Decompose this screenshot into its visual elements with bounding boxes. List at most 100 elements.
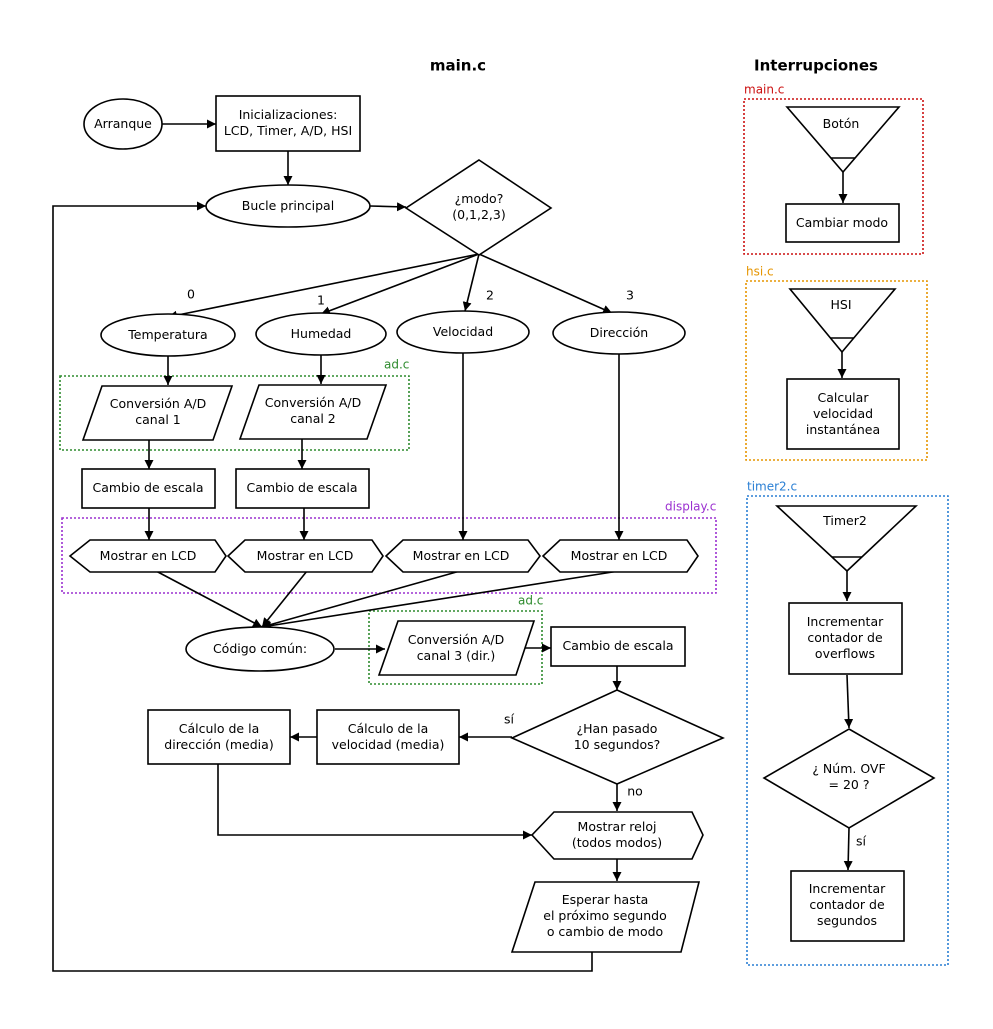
node-label-codigo: Código común:	[213, 641, 307, 656]
edge-label-mode-1: 1	[317, 293, 325, 308]
node-label-line: velocidad	[813, 406, 873, 421]
node-label-line: Inicializaciones:	[239, 107, 338, 122]
main-heading: main.c	[430, 57, 486, 75]
node-label-line: Mostrar en LCD	[571, 548, 668, 563]
edge-lcd1-codigo	[155, 570, 263, 628]
node-label-line: Cálculo de la	[179, 721, 259, 736]
node-label-line: = 20 ?	[829, 777, 870, 792]
group-int-main-c-box	[743, 98, 924, 255]
node-label-temperatura: Temperatura	[127, 327, 207, 342]
node-label-line: HSI	[830, 297, 851, 312]
node-label-line: canal 1	[135, 412, 181, 427]
node-label-line: LCD, Timer, A/D, HSI	[224, 123, 352, 138]
edge-calc-dir-reloj	[217, 764, 532, 840]
node-hsi: HSI	[788, 288, 897, 354]
node-label-line: Cambio de escala	[246, 480, 357, 495]
node-label-line: Dirección	[590, 325, 648, 340]
edge-num-inc-seg	[843, 827, 853, 871]
group-display-c-label: display.c	[665, 500, 716, 514]
node-label-reloj: Mostrar reloj(todos modos)	[572, 819, 662, 850]
node-label-arranque: Arranque	[94, 116, 152, 131]
node-label-line: Conversión A/D	[265, 395, 361, 410]
edge-label-si-timer: sí	[856, 834, 867, 849]
node-label-line: instantánea	[806, 422, 880, 437]
node-label-lcd1: Mostrar en LCD	[100, 548, 197, 563]
node-label-escala3: Cambio de escala	[562, 638, 673, 653]
node-mostrar-reloj: Mostrar reloj(todos modos)	[530, 811, 704, 860]
node-label-line: Cambio de escala	[92, 480, 203, 495]
node-label-line: el próximo segundo	[543, 908, 666, 923]
node-label-bucle: Bucle principal	[242, 198, 334, 213]
node-label-line: contador de	[807, 630, 883, 645]
node-label-line: canal 2	[290, 411, 336, 426]
node-label-line: Conversión A/D	[408, 632, 504, 647]
node-label-line: Incrementar	[807, 614, 884, 629]
node-boton: Botón	[785, 106, 901, 174]
group-ad-c-1-box	[59, 375, 410, 451]
node-mostrar-lcd-1: Mostrar en LCD	[68, 539, 227, 573]
node-label-line: Mostrar reloj	[578, 819, 657, 834]
node-label-velocidad: Velocidad	[433, 324, 493, 339]
edge-esperar-bucle	[52, 201, 593, 972]
edges	[52, 119, 854, 972]
node-mostrar-lcd-2: Mostrar en LCD	[226, 539, 384, 573]
node-velocidad: Velocidad	[396, 310, 530, 354]
node-label-line: Conversión A/D	[110, 396, 206, 411]
node-label-lcd3: Mostrar en LCD	[413, 548, 510, 563]
edge-label-mode-2: 2	[486, 288, 494, 303]
node-label-line: ¿Han pasado	[577, 721, 658, 736]
node-label-line: Cálculo de la	[348, 721, 428, 736]
node-label-line: dirección (media)	[164, 737, 273, 752]
node-label-line: (todos modos)	[572, 835, 662, 850]
edge-lcd4-codigo	[261, 570, 620, 631]
node-direccion: Dirección	[552, 311, 686, 355]
node-label-line: Arranque	[94, 116, 152, 131]
group-int-hsi-c: hsi.c	[745, 265, 928, 461]
edge-label-mode-3: 3	[626, 288, 634, 303]
node-label-lcd2: Mostrar en LCD	[257, 548, 354, 563]
edge-label-no: no	[627, 784, 643, 799]
node-label-line: 10 segundos?	[574, 737, 661, 752]
group-display-c-box	[61, 517, 717, 594]
node-label-escala1: Cambio de escala	[92, 480, 203, 495]
node-label-line: contador de	[809, 897, 885, 912]
node-label-line: Humedad	[291, 326, 352, 341]
group-ad-c-1: ad.c	[59, 358, 410, 451]
node-label-line: o cambio de modo	[547, 924, 663, 939]
node-label-line: Mostrar en LCD	[100, 548, 197, 563]
node-inicializaciones: Inicializaciones:LCD, Timer, A/D, HSI	[215, 95, 361, 152]
node-label-line: Cambiar modo	[796, 215, 888, 230]
node-label-line: Incrementar	[809, 881, 886, 896]
node-label-line: Botón	[823, 116, 860, 131]
node-label-direccion: Dirección	[590, 325, 648, 340]
group-int-main-c-label: main.c	[744, 83, 784, 97]
group-int-main-c: main.c	[743, 83, 924, 255]
edge-bucle-modo	[369, 202, 407, 212]
node-bucle-principal: Bucle principal	[205, 184, 371, 228]
group-int-timer2-c: timer2.c	[746, 480, 949, 966]
node-label-line: Cambio de escala	[562, 638, 673, 653]
node-label-modo: ¿modo?(0,1,2,3)	[452, 191, 506, 222]
node-label-line: Timer2	[822, 513, 867, 528]
node-label-escala2: Cambio de escala	[246, 480, 357, 495]
node-label-num_ovf: ¿ Núm. OVF= 20 ?	[812, 761, 885, 792]
node-label-cambiar_modo: Cambiar modo	[796, 215, 888, 230]
node-label-line: Calcular	[818, 390, 870, 405]
group-ad-c-2-label: ad.c	[518, 594, 543, 608]
group-int-timer2-c-box	[746, 495, 949, 966]
edge-lcd2-codigo	[261, 570, 308, 628]
node-label-line: Mostrar en LCD	[257, 548, 354, 563]
